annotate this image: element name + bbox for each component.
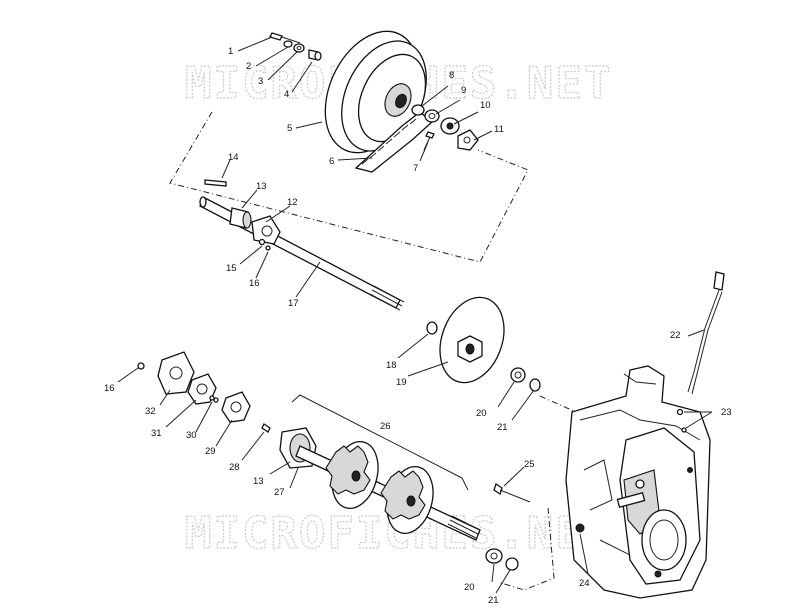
callout-10: 10 xyxy=(480,100,491,111)
callout-16-bottom: 16 xyxy=(104,383,115,394)
callout-27: 27 xyxy=(274,487,285,498)
callout-24: 24 xyxy=(579,578,590,589)
callout-14: 14 xyxy=(228,152,239,163)
callout-32: 32 xyxy=(145,406,156,417)
callout-13-bottom: 13 xyxy=(253,476,264,487)
callout-6: 6 xyxy=(329,156,334,167)
callout-29: 29 xyxy=(205,446,216,457)
drive-pulley-group xyxy=(269,30,479,173)
callout-15: 15 xyxy=(226,263,237,274)
callout-26: 26 xyxy=(380,421,391,432)
callout-21-bottom: 21 xyxy=(488,595,499,606)
callout-4: 4 xyxy=(284,89,289,100)
leader-lines xyxy=(117,36,713,594)
callout-20-top: 20 xyxy=(476,408,487,419)
callout-28: 28 xyxy=(229,462,240,473)
chaincase-outline xyxy=(169,111,529,263)
callout-5: 5 xyxy=(287,123,292,134)
callout-16-top: 16 xyxy=(249,278,260,289)
callout-18: 18 xyxy=(386,360,397,371)
callout-1: 1 xyxy=(228,46,233,57)
chaincase-housing xyxy=(493,271,725,599)
side-dashed-guide xyxy=(539,395,577,413)
driveshaft-group xyxy=(199,179,541,392)
callout-2: 2 xyxy=(246,61,251,72)
callout-17: 17 xyxy=(288,298,299,309)
callout-23: 23 xyxy=(721,407,732,418)
callout-22: 22 xyxy=(670,330,681,341)
callout-31: 31 xyxy=(151,428,162,439)
callout-20-bottom: 20 xyxy=(464,582,475,593)
callout-3: 3 xyxy=(258,76,263,87)
callout-30: 30 xyxy=(186,430,197,441)
trackshaft-group xyxy=(279,394,519,571)
callout-numbers: 1 2 3 4 5 6 7 8 9 10 11 12 13 14 15 16 1… xyxy=(104,46,732,606)
bottom-dashed-guide xyxy=(497,507,555,591)
callout-21-top: 21 xyxy=(497,422,508,433)
callout-8: 8 xyxy=(449,70,454,81)
callout-9: 9 xyxy=(461,85,466,96)
callout-11: 11 xyxy=(494,124,504,135)
callout-19: 19 xyxy=(396,377,407,388)
callout-13-top: 13 xyxy=(256,181,267,192)
callout-25: 25 xyxy=(524,459,535,470)
callout-7: 7 xyxy=(413,163,418,174)
flange-stack-group xyxy=(137,351,271,433)
callout-12: 12 xyxy=(287,197,298,208)
